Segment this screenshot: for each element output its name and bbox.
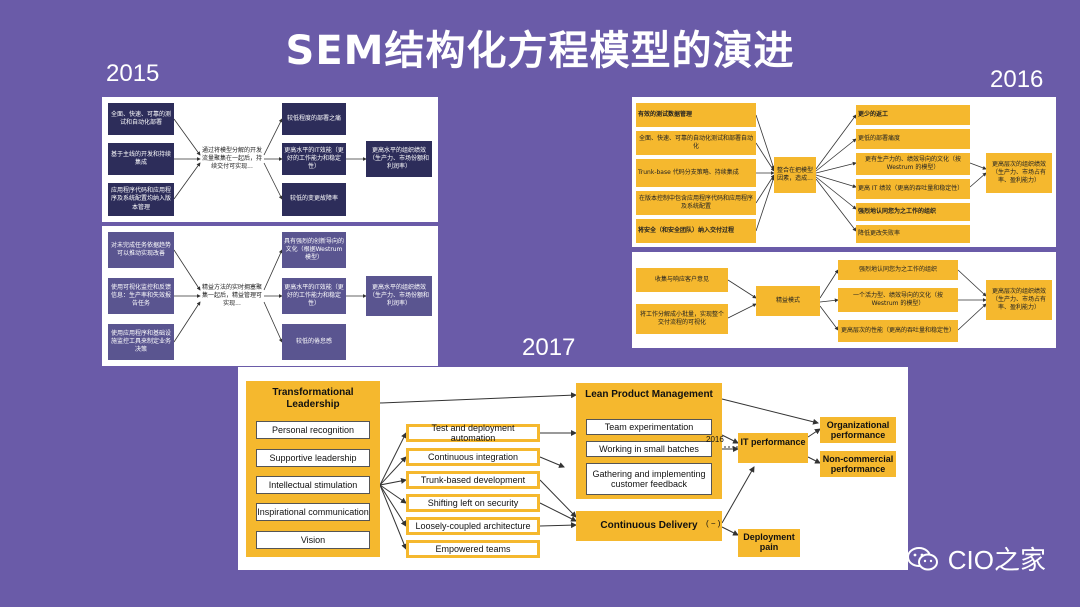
2015a-outcome-1: 较低程度的部署之痛 xyxy=(282,103,346,135)
continuous-delivery-frame xyxy=(576,511,722,541)
2016a-outcome-1: 更少的返工 xyxy=(856,105,970,125)
2016a-input-4: 在版本控制中包含应用程序代码和应用程序及系统配置 xyxy=(636,191,756,215)
practice-test-deployment-automation: Test and deployment automation xyxy=(406,423,540,443)
panel-2016-technical: 有效的测试数据管理 全面、快速、可靠的自动化测试和部署自动化 Trunk-bas… xyxy=(632,97,1056,247)
2016a-outcome-3: 更有生产力的、绩效导向的文化（按 Westrum 的模型） xyxy=(856,153,970,175)
2015b-input-2: 使用可视化监控和反馈信息：生产率和失效报告任务 xyxy=(108,278,174,314)
2015b-outcome-2: 更高水平的IT效能（更好的工作能力和稳定性） xyxy=(282,278,346,314)
page-title: SEM结构化方程模型的演进 xyxy=(285,28,795,74)
label-2016: 2016 xyxy=(706,435,724,444)
2016a-input-2: 全面、快速、可靠的自动化测试和部署自动化 xyxy=(636,131,756,155)
2015b-outcome-1: 具有强烈的创新导向的文化（根据Westrum模型） xyxy=(282,232,346,268)
2015b-outcome-3: 较低的倦怠感 xyxy=(282,324,346,360)
label-negative: ( − ) xyxy=(706,519,721,528)
2016b-middle: 精益模式 xyxy=(756,286,820,316)
lpm-team-experimentation: Team experimentation xyxy=(586,419,712,435)
2016a-outcome-5: 强烈地认同您为之工作的组织 xyxy=(856,203,970,221)
2016a-input-3: Trunk-base 代码分支策略、持续集成 xyxy=(636,159,756,187)
2015b-org-performance: 更高水平的组织绩效（生产力、市场份额和利润率） xyxy=(366,276,432,316)
transformational-leadership-frame xyxy=(246,381,380,557)
panel-2015-lean-management: 对未完成任务依据趋势可以推动实现改善 使用可视化监控和反馈信息：生产率和失效报告… xyxy=(102,226,438,366)
2016a-outcome-6: 降低更改失败率 xyxy=(856,225,970,243)
2016b-outcome-2: 一个活力型、绩效导向的文化（按 Westrum 的模型） xyxy=(838,288,958,312)
continuous-delivery-label: Continuous Delivery xyxy=(600,520,698,531)
arrows-2016a xyxy=(755,114,987,232)
year-2016: 2016 xyxy=(990,66,1044,93)
transformational-leadership-title: Transformational Leadership xyxy=(272,387,354,410)
lean-product-management-title: Lean Product Management xyxy=(585,389,713,400)
2015a-input-2: 基于主线的开发和持续集成 xyxy=(108,143,174,175)
tl-inspirational-communication: Inspirational communication xyxy=(256,503,370,521)
2015a-outcome-2: 更高水平的IT效能（更好的工作能力和稳定性） xyxy=(282,143,346,175)
2016b-input-1: 收集与响应客户意见 xyxy=(636,268,728,292)
it-performance-label: IT performance xyxy=(740,437,806,447)
noncommercial-performance-frame xyxy=(820,451,896,477)
arrows-2016b xyxy=(727,269,987,331)
2015a-org-performance: 更高水平的组织绩效（生产力、市场份额和利润率） xyxy=(366,141,432,177)
2016a-middle: 整合在把模型因素，造成... xyxy=(774,157,816,193)
arrows-2015a xyxy=(173,118,367,200)
2016a-org-performance: 更高层次的组织绩效（生产力、市场占有率、盈利能力） xyxy=(986,153,1052,193)
2016a-input-1: 有效的测试数据管理 xyxy=(636,103,756,127)
2015a-middle: 通过将模型分解的开发流量聚集在一起后，持续交付可实现... xyxy=(202,146,263,171)
tl-intellectual-stimulation: Intellectual stimulation xyxy=(256,476,370,494)
watermark-text: CIO之家 xyxy=(947,545,1046,575)
panel-2016-lean: 收集与响应客户意见 将工作分解成小批量，实现整个交付流程的可视化 精益模式 强烈… xyxy=(632,252,1056,348)
practice-loosely-coupled-architecture: Loosely-coupled architecture xyxy=(406,517,540,535)
noncommercial-performance-label: Non-commercial performance xyxy=(822,454,894,475)
org-performance-frame xyxy=(820,417,896,443)
2016b-org-performance: 更高层次的组织绩效（生产力、市场占有率、盈利能力） xyxy=(986,280,1052,320)
it-performance-frame xyxy=(738,433,808,463)
org-performance-label: Organizational performance xyxy=(826,420,890,441)
2015b-input-3: 使用应用程序和基础设施监控工具来制定业务决策 xyxy=(108,324,174,360)
2016b-input-2: 将工作分解成小批量，实现整个交付流程的可视化 xyxy=(636,304,728,334)
deployment-pain-label: Deployment pain xyxy=(743,532,795,553)
arrows-2017 xyxy=(379,392,821,550)
lpm-customer-feedback: Gathering and implementing customer feed… xyxy=(586,463,712,495)
panel-2017: Transformational Leadership Personal rec… xyxy=(238,367,908,570)
2016b-outcome-3: 更高层次的性能（更高的吞吐量和稳定性） xyxy=(838,320,958,342)
2015a-input-1: 全面、快速、可靠的测试和自动化部署 xyxy=(108,103,174,135)
arrows-2015b xyxy=(173,249,367,343)
2015b-middle: 精益方法的实时拥塞聚集一起后，精益管理可实现... xyxy=(202,283,263,308)
practice-shifting-left-security: Shifting left on security xyxy=(406,494,540,512)
lpm-working-small-batches: Working in small batches xyxy=(586,441,712,457)
practice-empowered-teams: Empowered teams xyxy=(406,540,540,558)
watermark: CIO之家 xyxy=(906,540,1046,577)
tl-vision: Vision xyxy=(256,531,370,549)
2016a-outcome-4: 更高 IT 绩效（更高的吞吐量和稳定性） xyxy=(856,179,970,199)
2016b-outcome-1: 强烈地认同您为之工作的组织 xyxy=(838,260,958,280)
deployment-pain-frame xyxy=(738,529,800,557)
tl-personal-recognition: Personal recognition xyxy=(256,421,370,439)
2015a-outcome-3: 较低的变更故障率 xyxy=(282,183,346,216)
2015b-input-1: 对未完成任务依据趋势可以推动实现改善 xyxy=(108,232,174,268)
2015a-input-3: 应用程序代码和应用程序及系统配置均纳入版本管理 xyxy=(108,183,174,216)
year-2015: 2015 xyxy=(106,60,160,87)
practice-continuous-integration: Continuous integration xyxy=(406,448,540,466)
2016a-input-5: 将安全（和安全团队）纳入交付过程 xyxy=(636,219,756,243)
panel-2015-continuous-delivery: 全面、快速、可靠的测试和自动化部署 基于主线的开发和持续集成 应用程序代码和应用… xyxy=(102,97,438,222)
tl-supportive-leadership: Supportive leadership xyxy=(256,449,370,467)
wechat-icon xyxy=(906,546,940,572)
year-2017: 2017 xyxy=(522,334,576,361)
2016a-outcome-2: 更低的部署痛度 xyxy=(856,129,970,149)
practice-trunk-based-development: Trunk-based development xyxy=(406,471,540,489)
